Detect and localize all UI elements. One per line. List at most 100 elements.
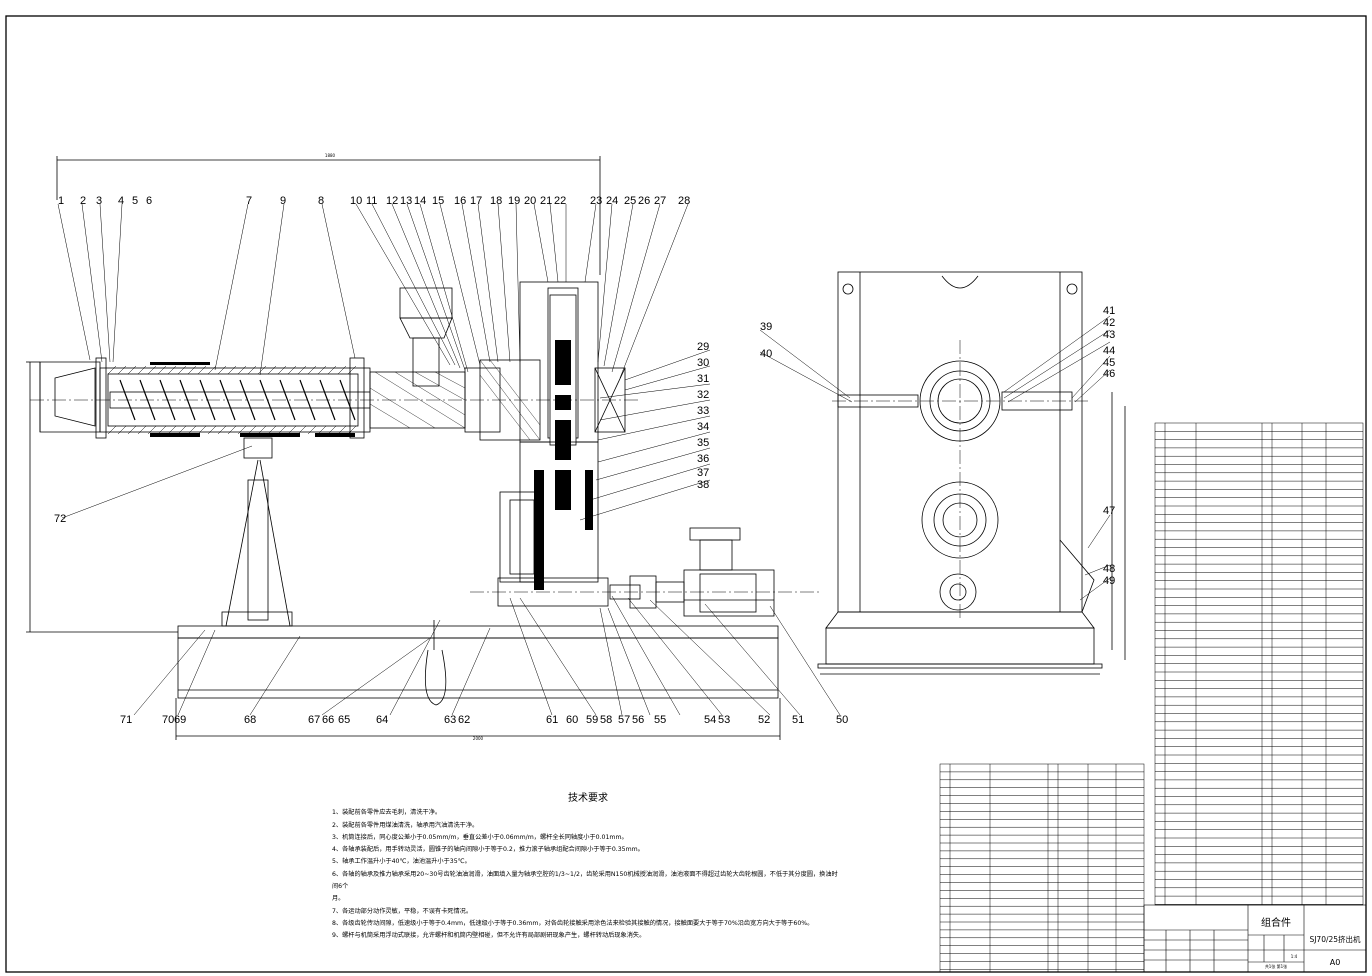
requirement-line: 5、轴承工作温升小于40℃，油池温升小于35℃。 [332,858,471,866]
balloon: 34 [697,421,709,433]
balloon: 16 [454,195,466,207]
balloon: 33 [697,405,709,417]
balloon: 7 [246,195,252,207]
bottom-dimension: 2000 [473,736,484,741]
requirement-line: 8、各级齿轮传动间隙，低速级小于等于0.4mm，低速级小于等于0.36mm，对各… [332,919,814,927]
tech-title: 技术要求 [568,793,608,804]
leader-lines [57,203,841,716]
balloon: 37 [697,467,709,479]
balloon: 44 [1103,345,1115,357]
balloon: 20 [524,195,536,207]
balloon: 53 [718,714,730,726]
title-block-sheet: 共1张 第1张 [1265,963,1287,969]
balloon: 65 [338,714,350,726]
balloon: 24 [606,195,618,207]
balloon: 54 [704,714,716,726]
requirement-line: 7、各运动部分动作灵敏，平稳，不误有卡死情况。 [332,907,473,915]
balloon: 23 [590,195,602,207]
balloon: 64 [376,714,388,726]
balloon: 30 [697,357,709,369]
balloon: 32 [697,389,709,401]
top-dimension: 1880 [325,153,336,158]
balloon: 59 [586,714,598,726]
balloon: 67 [308,714,320,726]
balloon: 6 [146,195,152,207]
balloon: 8 [318,195,324,207]
technical-requirements: 技术要求 1、装配前各零件应去毛刺，清洗干净。 2、装配前各零件用煤油清洗，轴承… [332,793,844,943]
title-block-model: SJ70/25挤出机 [1309,934,1361,944]
balloon: 13 [400,195,412,207]
balloon: 50 [836,714,848,726]
balloon: 38 [697,479,709,491]
balloon: 52 [758,714,770,726]
balloon: 29 [697,341,709,353]
balloon: 70 [162,714,174,726]
balloon: 12 [386,195,398,207]
balloon: 43 [1103,329,1115,341]
balloon: 14 [414,195,426,207]
balloon: 36 [697,453,709,465]
parts-list-right [1154,422,1364,906]
balloon: 3 [96,195,102,207]
balloon: 56 [632,714,644,726]
balloon: 5 [132,195,138,207]
balloon: 10 [350,195,362,207]
side-balloons: 39 40 41 42 43 44 45 46 47 48 49 [760,305,1115,587]
balloon: 58 [600,714,612,726]
top-balloons: 1 2 3 4 5 6 7 9 8 10 11 12 13 14 15 16 1… [58,195,690,207]
balloon: 71 [120,714,132,726]
balloon: 46 [1103,368,1115,380]
title-block-scale: 1:4 [1291,954,1298,959]
title-block-name: 组合件 [1261,916,1291,929]
title-block-size: A0 [1330,958,1341,967]
balloon: 63 [444,714,456,726]
right-balloons: 29 30 31 32 33 34 35 36 37 38 [697,341,709,491]
balloon: 25 [624,195,636,207]
balloon: 31 [697,373,709,385]
requirement-line: 3、机筒连接后，同心度公差小于0.05mm/m，垂直公差小于0.06mm/m，螺… [332,833,628,841]
balloon: 72 [54,513,66,525]
balloon: 15 [432,195,444,207]
requirement-line: 间6个 [332,883,349,891]
balloon: 11 [366,195,377,207]
parts-list-left [939,763,1145,973]
sheet-border [5,15,1367,973]
balloon: 57 [618,714,630,726]
balloon: 47 [1103,505,1115,517]
side-view [817,271,1126,675]
title-block [1143,904,1367,973]
balloon: 4 [118,195,124,207]
balloon: 9 [280,195,286,207]
balloon: 68 [244,714,256,726]
bottom-balloons: 71 70 69 68 67 66 65 64 63 62 61 60 59 5… [120,714,848,726]
front-view [26,156,820,740]
balloon: 66 [322,714,334,726]
requirement-line: 6、各轴的轴承及推力轴承采用20~30号齿轮油油润滑，油面填入量为轴承空腔的1/… [332,870,838,878]
balloon: 69 [174,714,186,726]
requirement-line: 2、装配前各零件用煤油清洗，轴承用汽油清洗干净。 [332,821,479,829]
balloon: 19 [508,195,520,207]
balloon: 42 [1103,317,1115,329]
balloon: 17 [470,195,482,207]
balloon: 62 [458,714,470,726]
balloon: 40 [760,348,772,360]
requirement-line: 9、螺杆与机筒采用浮动式联接，允许螺杆和机筒内壁相碰，但不允许有局部剧研现象产生… [332,932,646,940]
requirement-line: 4、各轴承装配后，用手转动灵活，圆锥子的轴向间隙小于等于0.2，推力滚子轴承组配… [332,846,644,854]
balloon: 21 [540,195,552,207]
balloon: 45 [1103,357,1115,369]
side-leaders [759,315,1111,601]
balloon: 22 [554,195,566,207]
balloon: 60 [566,714,578,726]
balloon: 51 [792,714,804,726]
balloon: 2 [80,195,86,207]
balloon: 28 [678,195,690,207]
balloon: 35 [697,437,709,449]
balloon: 1 [58,195,64,207]
balloon: 49 [1103,575,1115,587]
balloon: 48 [1103,563,1115,575]
requirement-line: 1、装配前各零件应去毛刺，清洗干净。 [332,809,442,817]
balloon: 26 [638,195,650,207]
balloon: 27 [654,195,666,207]
balloon: 39 [760,321,772,333]
